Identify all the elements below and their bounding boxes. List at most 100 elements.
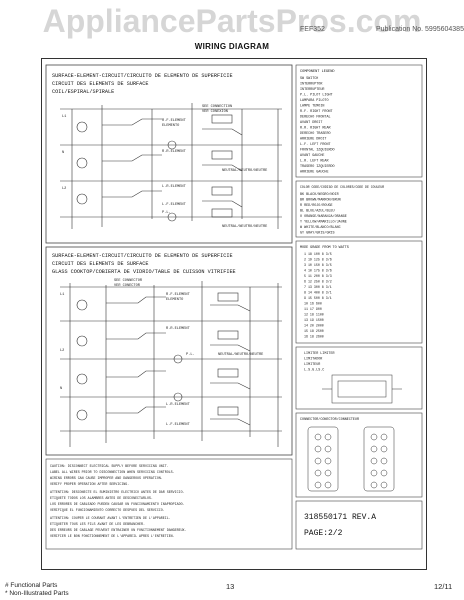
- connector-heading: CONNECTOR/CONECTOR/CONNECTEUR: [300, 417, 359, 422]
- svg-text:AVANT GAUCHE: AVANT GAUCHE: [300, 154, 324, 158]
- svg-text:VER CONEXION: VER CONEXION: [202, 110, 228, 114]
- svg-text:LIMITEUR: LIMITEUR: [304, 363, 320, 367]
- svg-text:L.R.ELEMENT: L.R.ELEMENT: [166, 403, 191, 407]
- svg-text:7 13 300 8 3/1: 7 13 300 8 3/1: [304, 285, 332, 289]
- svg-text:L2: L2: [62, 187, 66, 191]
- svg-text:L.F. LEFT FRONT: L.F. LEFT FRONT: [300, 143, 331, 147]
- top-schematic-frame: [45, 64, 293, 244]
- svg-text:FRONTAL IZQUIERDO: FRONTAL IZQUIERDO: [300, 149, 335, 153]
- model-header: FEF352: [300, 26, 325, 33]
- svg-text:10 16 600: 10 16 600: [304, 302, 322, 306]
- svg-text:L.R.ELEMENT: L.R.ELEMENT: [162, 185, 187, 189]
- page-number: 13: [226, 582, 235, 591]
- color-legend-frame: [295, 180, 423, 238]
- svg-text:6 12 250 8 3/2: 6 12 250 8 3/2: [304, 280, 332, 284]
- svg-text:SW SWITCH: SW SWITCH: [300, 77, 318, 81]
- svg-text:3 10 150 8 3/5: 3 10 150 8 3/5: [304, 263, 332, 267]
- svg-text:2 19 125 8 3/6: 2 19 125 8 3/6: [304, 258, 332, 262]
- svg-text:R.R.ELEMENT: R.R.ELEMENT: [162, 150, 187, 154]
- svg-text:4 10 175 8 3/6: 4 10 175 8 3/6: [304, 269, 332, 273]
- svg-text:ARRIERE DROIT: ARRIERE DROIT: [300, 138, 326, 142]
- color-legend-rows: BK BLACK/NEGRO/NOIR BR BROWN/MARRON/BRUN…: [300, 192, 347, 236]
- svg-text:NEUTRAL/NEUTRO/NEUTRE: NEUTRAL/NEUTRO/NEUTRE: [218, 352, 263, 357]
- svg-text:SEE CONNECTION: SEE CONNECTION: [202, 105, 232, 109]
- svg-text:P.L.: P.L.: [162, 211, 171, 215]
- svg-text:1 18 100 8 3/5: 1 18 100 8 3/5: [304, 252, 332, 256]
- svg-text:R.F.ELEMENT: R.F.ELEMENT: [166, 293, 191, 297]
- notes-frame: [45, 458, 293, 550]
- svg-text:SEE CONNECTOR: SEE CONNECTOR: [114, 279, 143, 283]
- revision-date: 12/11: [434, 582, 453, 591]
- svg-text:ATTENTION: DESCONECTE EL SUMIN: ATTENTION: DESCONECTE EL SUMINISTRO ELEC…: [50, 490, 185, 494]
- svg-text:N: N: [62, 151, 64, 155]
- svg-text:L.F.ELEMENT: L.F.ELEMENT: [166, 423, 191, 427]
- part-block-frame: [295, 500, 423, 550]
- svg-text:11 17 900: 11 17 900: [304, 307, 322, 311]
- switch-table-rows: 1 18 100 8 3/5 2 19 125 8 3/6 3 10 150 8…: [304, 252, 332, 339]
- limiter-labels: LIMITER LIMITER LIMITADOR LIMITEUR L.S.G…: [304, 352, 335, 373]
- top-wiring: [60, 103, 282, 229]
- color-legend-heading: COLOR CODE/CODIGO DE COLORES/CODE DE COU…: [300, 185, 384, 189]
- svg-text:5 11 200 8 3/3: 5 11 200 8 3/3: [304, 274, 332, 278]
- top-labels: SEE CONNECTION VER CONEXION R.F.ELEMENT …: [62, 105, 267, 229]
- svg-text:R.R.ELEMENT: R.R.ELEMENT: [166, 327, 191, 331]
- svg-text:VERIFIQUE EL FUNCIONAMIENTO CO: VERIFIQUE EL FUNCIONAMIENTO CORRECTO DES…: [50, 508, 165, 512]
- component-legend-frame: [295, 64, 423, 178]
- limiter-symbol: [322, 374, 402, 404]
- wiring-schematic: SURFACE-ELEMENT-CIRCUIT/CIRCUITO DE ELEM…: [45, 64, 423, 550]
- svg-text:LAMPE TEMOIN: LAMPE TEMOIN: [300, 105, 324, 109]
- bottom-wiring: [60, 281, 282, 447]
- svg-text:GY GRAY/GRIS/GRIS: GY GRAY/GRIS/GRIS: [300, 231, 335, 236]
- publication-header: Publication No. 5995604385: [376, 26, 464, 33]
- svg-text:DES ERREURS DE CABLAGE PEUVENT: DES ERREURS DE CABLAGE PEUVENT ENTRAINER…: [50, 528, 187, 532]
- svg-text:9 15 500 8 3/1: 9 15 500 8 3/1: [304, 296, 332, 300]
- svg-text:LOS ERRORES DE CABLEADO PUEDEN: LOS ERRORES DE CABLEADO PUEDEN CAUSAR UN…: [50, 502, 185, 506]
- svg-text:INTERRUPTOR: INTERRUPTOR: [300, 83, 322, 87]
- svg-text:N: N: [60, 387, 62, 391]
- svg-text:R.F. RIGHT FRONT: R.F. RIGHT FRONT: [300, 110, 333, 114]
- svg-text:ETIQUETER TOUS LES FILS AVANT: ETIQUETER TOUS LES FILS AVANT DE LES DEB…: [50, 522, 145, 526]
- svg-text:ELEMENTO: ELEMENTO: [166, 298, 183, 302]
- svg-text:O ORANGE/NARANJA/ORANGE: O ORANGE/NARANJA/ORANGE: [300, 214, 347, 219]
- page-indicator: PAGE:2/2: [304, 529, 343, 538]
- svg-text:NEUTRAL/NEUTRO/NEUTRE: NEUTRAL/NEUTRO/NEUTRE: [222, 168, 267, 173]
- svg-text:LIMITER LIMITER: LIMITER LIMITER: [304, 352, 335, 356]
- svg-text:16 18 2600: 16 18 2600: [304, 335, 324, 339]
- bottom-components: [76, 292, 239, 421]
- svg-text:P.L. PILOT LIGHT: P.L. PILOT LIGHT: [300, 94, 333, 98]
- svg-text:LIMITADOR: LIMITADOR: [304, 358, 322, 362]
- part-number: 318550171 REV.A: [304, 513, 376, 522]
- svg-text:DERECHO FRONTAL: DERECHO FRONTAL: [300, 116, 331, 120]
- watermark: AppliancePartsPros.com: [42, 3, 422, 39]
- svg-text:R.F.ELEMENT: R.F.ELEMENT: [162, 119, 187, 123]
- svg-text:13 19 1500: 13 19 1500: [304, 318, 324, 322]
- svg-text:15 18 2500: 15 18 2500: [304, 329, 324, 333]
- svg-text:8 14 400 8 3/1: 8 14 400 8 3/1: [304, 291, 332, 295]
- bottom-heading-1: SURFACE-ELEMENT-CIRCUIT/CIRCUITO DE ELEM…: [52, 253, 233, 259]
- svg-text:LABEL ALL WIRES PRIOR TO DISCO: LABEL ALL WIRES PRIOR TO DISCONNECTION W…: [50, 470, 175, 474]
- bottom-heading-3: GLASS COOKTOP/COBIERTA DE VIDRIO/TABLE D…: [52, 269, 236, 275]
- svg-text:ARRIERE GAUCHE: ARRIERE GAUCHE: [300, 171, 329, 175]
- svg-text:NEUTRAL/NEUTRO/NEUTRE: NEUTRAL/NEUTRO/NEUTRE: [222, 224, 267, 229]
- svg-text:12 18 1100: 12 18 1100: [304, 313, 324, 317]
- limiter-frame: [295, 346, 423, 410]
- svg-text:L1: L1: [60, 293, 64, 297]
- svg-text:CAUTION: DISCONNECT ELECTRICAL: CAUTION: DISCONNECT ELECTRICAL SUPPLY BE…: [50, 464, 169, 468]
- switch-table-heading: MODE GRADE FROM TO WATTS: [300, 246, 349, 250]
- svg-text:VERIFIER LE BON FONCTIONNEMENT: VERIFIER LE BON FONCTIONNEMENT DE L'APPA…: [50, 534, 175, 538]
- svg-text:TRASERO IZQUIERDO: TRASERO IZQUIERDO: [300, 165, 335, 169]
- svg-text:P.L.: P.L.: [186, 353, 195, 357]
- svg-text:L1: L1: [62, 115, 66, 119]
- top-heading-3: COIL/ESPIRAL/SPIRALE: [52, 89, 114, 95]
- wiring-diagram-sheet: SURFACE-ELEMENT-CIRCUIT/CIRCUITO DE ELEM…: [41, 58, 427, 570]
- svg-text:AVANT DROIT: AVANT DROIT: [300, 121, 322, 125]
- svg-text:R RED/ROJO/ROUGE: R RED/ROJO/ROUGE: [300, 203, 333, 208]
- svg-text:INTERRUPTEUR: INTERRUPTEUR: [300, 88, 324, 92]
- svg-text:L2: L2: [60, 349, 64, 353]
- svg-text:L.F.ELEMENT: L.F.ELEMENT: [162, 203, 187, 207]
- bottom-labels: SEE CONNECTOR VER CONECTOR R.F.ELEMENT E…: [60, 279, 263, 427]
- top-heading-2: CIRCUIT DES ELEMENTS DE SURFACE: [52, 81, 149, 87]
- svg-text:BL BLUE/AZUL/BLEU: BL BLUE/AZUL/BLEU: [300, 209, 335, 214]
- svg-text:LAMPARA PILOTO: LAMPARA PILOTO: [300, 99, 329, 103]
- svg-text:ETIQUETE TODOS LOS ALAMBRES AN: ETIQUETE TODOS LOS ALAMBRES ANTES DE DES…: [50, 496, 153, 500]
